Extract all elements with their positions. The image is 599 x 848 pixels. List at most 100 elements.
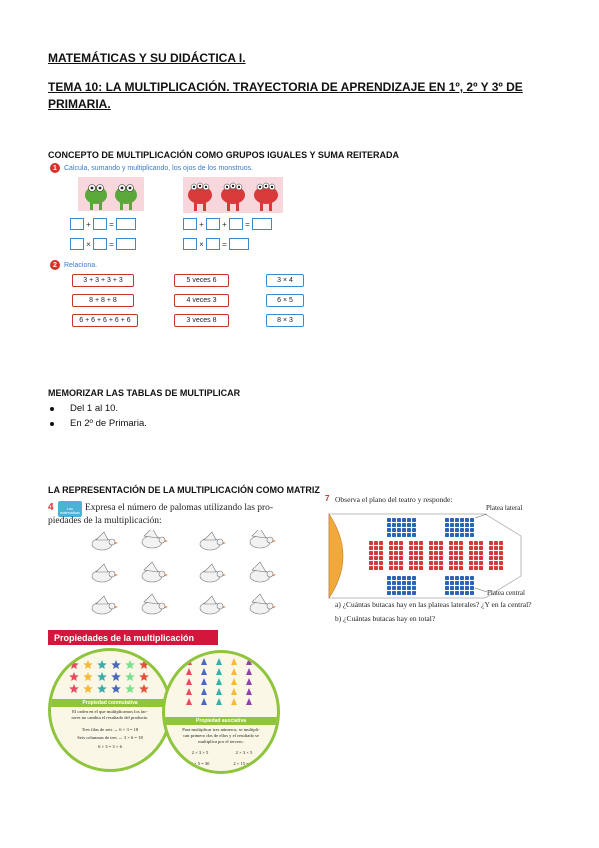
- product-chip[interactable]: 6 × 5: [266, 294, 304, 307]
- seat-icon: [369, 546, 373, 550]
- seat-icon: [387, 533, 391, 537]
- seat-icon: [445, 528, 449, 532]
- seat-icon: [455, 581, 459, 585]
- seat-icon: [465, 533, 469, 537]
- equation-product-red: × =: [183, 238, 249, 250]
- seat-icon: [369, 566, 373, 570]
- seat-icon: [429, 556, 433, 560]
- answer-box[interactable]: [229, 238, 249, 250]
- sum-chip[interactable]: 8 + 8 + 8: [72, 294, 134, 307]
- star-shape: [69, 684, 79, 693]
- seat-icon: [412, 586, 416, 590]
- seat-icon: [470, 591, 474, 595]
- answer-box[interactable]: [70, 238, 84, 250]
- figure-doves-exercise: 4 Las matemáticas Expresa el número de p…: [48, 498, 318, 628]
- seat-icon: [419, 566, 423, 570]
- veces-chip[interactable]: 5 veces 6: [174, 274, 229, 287]
- figure-multiplication-groups: 1 Calcula, sumando y multiplicando, los …: [50, 163, 330, 335]
- equals-sign: =: [222, 239, 227, 249]
- sum-chip[interactable]: 6 + 6 + 6 + 6 + 6: [72, 314, 138, 327]
- seat-icon: [387, 523, 391, 527]
- seat-icon: [374, 541, 378, 545]
- seat-icon: [450, 591, 454, 595]
- seat-icon: [449, 541, 453, 545]
- answer-box[interactable]: [93, 218, 107, 230]
- seat-icon: [469, 551, 473, 555]
- red-monsters-image: [183, 177, 283, 213]
- seat-icon: [379, 546, 383, 550]
- seat-icon: [445, 518, 449, 522]
- seat-icon: [409, 546, 413, 550]
- exercise-4-text-line2: piedades de la multiplicación:: [48, 516, 162, 526]
- star-shape: [125, 672, 135, 681]
- seat-icon: [489, 556, 493, 560]
- seat-icon: [392, 518, 396, 522]
- seat-icon: [407, 533, 411, 537]
- seat-icon: [434, 551, 438, 555]
- seat-icon: [460, 523, 464, 527]
- seat-icon: [394, 561, 398, 565]
- seat-icon: [412, 533, 416, 537]
- seat-icon: [455, 528, 459, 532]
- star-shape: [125, 660, 135, 669]
- bullet-item: En 2º de Primaria.: [50, 418, 147, 429]
- seat-icon: [449, 551, 453, 555]
- cones-array-image: [186, 658, 252, 705]
- answer-box[interactable]: [116, 238, 136, 250]
- veces-chip[interactable]: 4 veces 3: [174, 294, 229, 307]
- answer-box[interactable]: [252, 218, 272, 230]
- seat-icon: [379, 556, 383, 560]
- seat-icon: [465, 576, 469, 580]
- seat-icon: [429, 566, 433, 570]
- seat-icon: [460, 586, 464, 590]
- bullet-item: Del 1 al 10.: [50, 403, 118, 414]
- answer-box[interactable]: [183, 218, 197, 230]
- star-shape: [69, 660, 79, 669]
- seat-icon: [397, 533, 401, 537]
- star-shape: [83, 672, 93, 681]
- seat-icon: [369, 556, 373, 560]
- seat-icon: [392, 523, 396, 527]
- answer-box[interactable]: [70, 218, 84, 230]
- seat-icon: [389, 541, 393, 545]
- seat-icon: [412, 518, 416, 522]
- star-shape: [97, 684, 107, 693]
- cone-shape: [231, 688, 237, 695]
- product-chip[interactable]: 3 × 4: [266, 274, 304, 287]
- seat-icon: [499, 551, 503, 555]
- seat-icon: [399, 546, 403, 550]
- answer-box[interactable]: [183, 238, 197, 250]
- cone-shape: [186, 688, 192, 695]
- times-sign: ×: [199, 239, 204, 249]
- theatre-question-a: a) ¿Cuántas butacas hay en las plateas l…: [335, 600, 532, 609]
- exercise-4-number: 4: [48, 502, 54, 513]
- seat-icon: [389, 556, 393, 560]
- answer-box[interactable]: [206, 218, 220, 230]
- seat-icon: [469, 556, 473, 560]
- seat-icon: [392, 528, 396, 532]
- star-shape: [69, 672, 79, 681]
- answer-box[interactable]: [116, 218, 136, 230]
- equals-sign: =: [109, 239, 114, 249]
- veces-chip[interactable]: 3 veces 8: [174, 314, 229, 327]
- seat-icon: [499, 546, 503, 550]
- product-chip[interactable]: 8 × 3: [266, 314, 304, 327]
- seat-icon: [439, 541, 443, 545]
- seat-icon: [402, 586, 406, 590]
- cone-shape: [231, 668, 237, 675]
- seat-icon: [450, 533, 454, 537]
- seat-icon: [454, 566, 458, 570]
- answer-box[interactable]: [229, 218, 243, 230]
- seat-icon: [450, 586, 454, 590]
- seat-icon: [419, 541, 423, 545]
- sum-chip[interactable]: 3 + 3 + 3 + 3: [72, 274, 134, 287]
- exercise-7-number: 7: [325, 494, 330, 503]
- seat-icon: [409, 541, 413, 545]
- seat-icon: [470, 533, 474, 537]
- seat-icon: [409, 556, 413, 560]
- seat-icon: [445, 533, 449, 537]
- answer-box[interactable]: [206, 238, 220, 250]
- answer-box[interactable]: [93, 238, 107, 250]
- seat-icon: [474, 551, 478, 555]
- star-shape: [111, 672, 121, 681]
